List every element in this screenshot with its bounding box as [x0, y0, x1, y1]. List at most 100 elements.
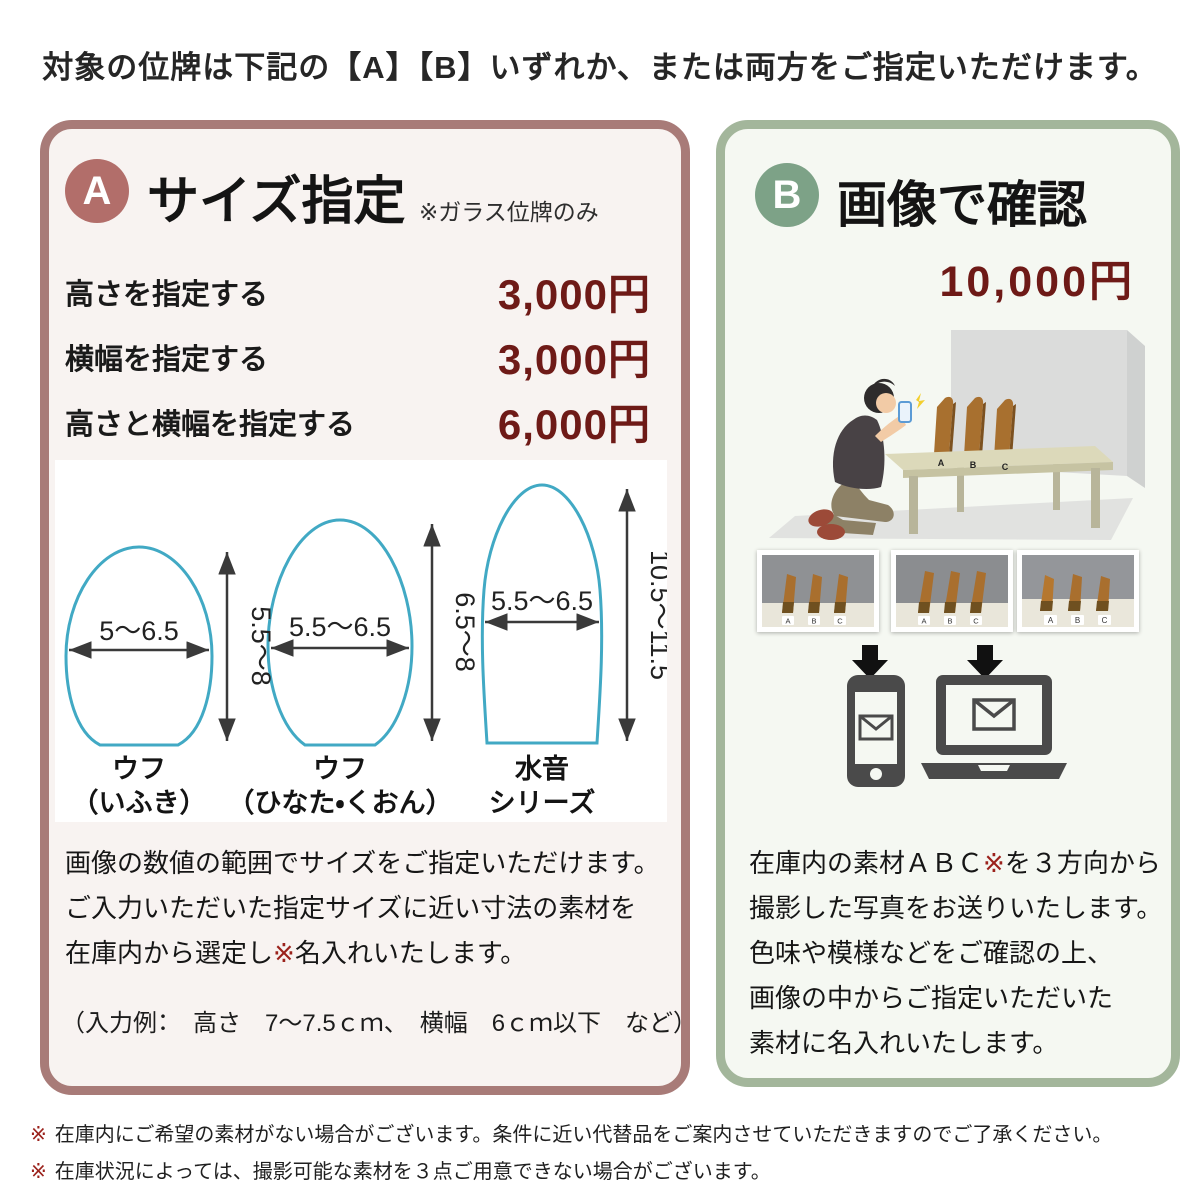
- photographing-illustration-svg: A B C: [769, 330, 1145, 540]
- wood-tablet-side: [1009, 404, 1016, 458]
- description-line: 画像の数値の範囲でサイズをご指定いただけます。: [65, 848, 660, 878]
- photo-tablets: [1040, 574, 1110, 611]
- photo-tablets: [918, 571, 986, 613]
- panel-a-description: 画像の数値の範囲でサイズをご指定いただけます。 ご入力いただいた指定サイズに近い…: [65, 841, 660, 976]
- envelope-icon: [858, 714, 894, 741]
- shape-name: 水音 シリーズ: [489, 752, 596, 820]
- width-dimension-label: 5.5～6.5: [289, 612, 391, 642]
- tablet-outline-ifuki: [64, 545, 214, 747]
- person-shoe: [817, 524, 845, 540]
- footnote-text: 在庫状況によっては、撮影可能な素材を３点ご用意できない場合がございます。: [54, 1161, 771, 1183]
- price-label: 横幅を指定する: [65, 344, 269, 376]
- description-line: 色味や模様などをご確認の上、: [749, 938, 1114, 968]
- tablet-outline-minane: [480, 483, 604, 745]
- tablet-outline-hinata-kuon: [266, 518, 414, 747]
- smartphone-icon: [847, 675, 905, 792]
- material-photo-angled: A B C: [891, 550, 1013, 632]
- wood-tablet: [934, 396, 954, 454]
- backdrop: [951, 330, 1127, 476]
- photo-label-chip: [782, 616, 794, 625]
- height-dimension-label: 6.5～8: [450, 592, 480, 672]
- table-leg: [1091, 468, 1100, 528]
- material-photo-front: A B C: [757, 550, 879, 632]
- photo-label-chip: [1098, 615, 1111, 625]
- description-line: 画像の中からご指定いただいた: [749, 983, 1114, 1013]
- shape-name: ウフ （いふき）: [72, 752, 207, 820]
- person-face: [876, 393, 896, 413]
- shape-name-line2: （ひなた・くおん）: [227, 788, 453, 818]
- panel-b-title: 画像で確認: [837, 177, 1087, 233]
- photo-label: B: [1075, 616, 1080, 625]
- badge-a: A: [65, 159, 129, 223]
- text-segment: 名入れいたします。: [294, 938, 527, 968]
- photo-label: C: [1102, 616, 1108, 625]
- description-line: 在庫内の素材ＡＢＣ※を３方向から: [749, 841, 1162, 886]
- text-segment: 在庫内から選定し: [65, 938, 274, 968]
- person-torso: [833, 415, 885, 490]
- panel-a-title-note: ※ガラス位牌のみ: [419, 199, 599, 225]
- photo-label-chip: [834, 616, 846, 625]
- panel-b-price: 10,000円: [939, 258, 1135, 306]
- person-shoe: [808, 509, 834, 527]
- photo-label-chip: [918, 616, 930, 625]
- description-line: 在庫内から選定し※名入れいたします。: [65, 931, 660, 976]
- material-photo-svg: A B C: [1022, 555, 1134, 627]
- backdrop-side: [1127, 330, 1145, 488]
- table-leg: [1053, 460, 1060, 510]
- height-dimension-label: 10.5～11.5: [645, 550, 667, 680]
- tablet-label: B: [970, 460, 977, 470]
- shape-name-line1: ウフ: [313, 754, 367, 784]
- table-leg: [909, 476, 918, 534]
- person-arm: [875, 415, 906, 442]
- photo-label: A: [921, 617, 926, 626]
- description-line: 撮影した写真をお送りいたします。: [749, 893, 1163, 923]
- description-line: 素材に名入れいたします。: [749, 1028, 1059, 1058]
- table-top: [885, 446, 1113, 470]
- material-photo-svg: A B C: [762, 555, 874, 627]
- shape-name-line1: 水音: [515, 754, 569, 784]
- photo-label-chip: [808, 616, 820, 625]
- text-segment: 在庫内の素材ＡＢＣ: [749, 848, 984, 878]
- reference-mark: ※: [273, 938, 295, 968]
- wood-tablet-side: [949, 402, 956, 454]
- width-dimension-label: 5.5～6.5: [491, 586, 593, 616]
- smartphone: [898, 401, 912, 423]
- reference-mark: ※: [30, 1124, 47, 1146]
- photographing-illustration: A B C: [733, 314, 1163, 542]
- reference-mark: ※: [30, 1161, 47, 1183]
- photo-label: B: [947, 617, 952, 626]
- person-hair-front: [871, 378, 895, 390]
- material-photo-svg: A B C: [896, 555, 1008, 627]
- text-segment: を３方向から: [1004, 848, 1161, 878]
- photo-label: B: [811, 617, 816, 626]
- wood-tablet: [964, 396, 984, 456]
- page-title: 対象の位牌は下記の【A】【B】いずれか、または両方をご指定いただけます。: [42, 50, 1158, 85]
- tablet-label: A: [938, 458, 945, 468]
- photo-label: A: [1048, 616, 1054, 625]
- panel-size-specification: A サイズ指定 ※ガラス位牌のみ 高さを指定する 3,000円 横幅を指定する …: [40, 120, 697, 1095]
- photo-label: C: [973, 617, 979, 626]
- photo-label: C: [837, 617, 843, 626]
- table-leg: [957, 464, 964, 512]
- down-arrow-icon: [852, 645, 888, 686]
- tablet-label: C: [1002, 462, 1009, 472]
- person-legs: [831, 480, 894, 522]
- wood-tablet-side: [979, 402, 986, 456]
- description-line: ご入力いただいた指定サイズに近い寸法の素材を: [65, 893, 637, 923]
- photo-tablets: [782, 574, 848, 613]
- photo-label-chip: [1071, 615, 1084, 625]
- photo-label-chip: [1044, 615, 1057, 625]
- panel-confirm-by-image: B 画像で確認 10,000円: [716, 120, 1180, 1087]
- input-example: （入力例： 高さ 7～7.5ｃｍ、 横幅 6ｃｍ以下 など）: [61, 1010, 698, 1037]
- price-row: 高さを指定する 3,000円: [65, 261, 651, 318]
- shape-name-line2: シリーズ: [488, 788, 596, 818]
- wood-tablet: [994, 398, 1014, 458]
- shape-name-line2: （いふき）: [71, 788, 207, 818]
- width-dimension-label: 5～6.5: [99, 616, 179, 646]
- photo-label-chip: [944, 616, 956, 625]
- price-row: 横幅を指定する 3,000円: [65, 326, 651, 383]
- reference-mark: ※: [983, 848, 1005, 878]
- shape-name-line1: ウフ: [112, 754, 166, 784]
- price-label: 高さと横幅を指定する: [65, 409, 356, 441]
